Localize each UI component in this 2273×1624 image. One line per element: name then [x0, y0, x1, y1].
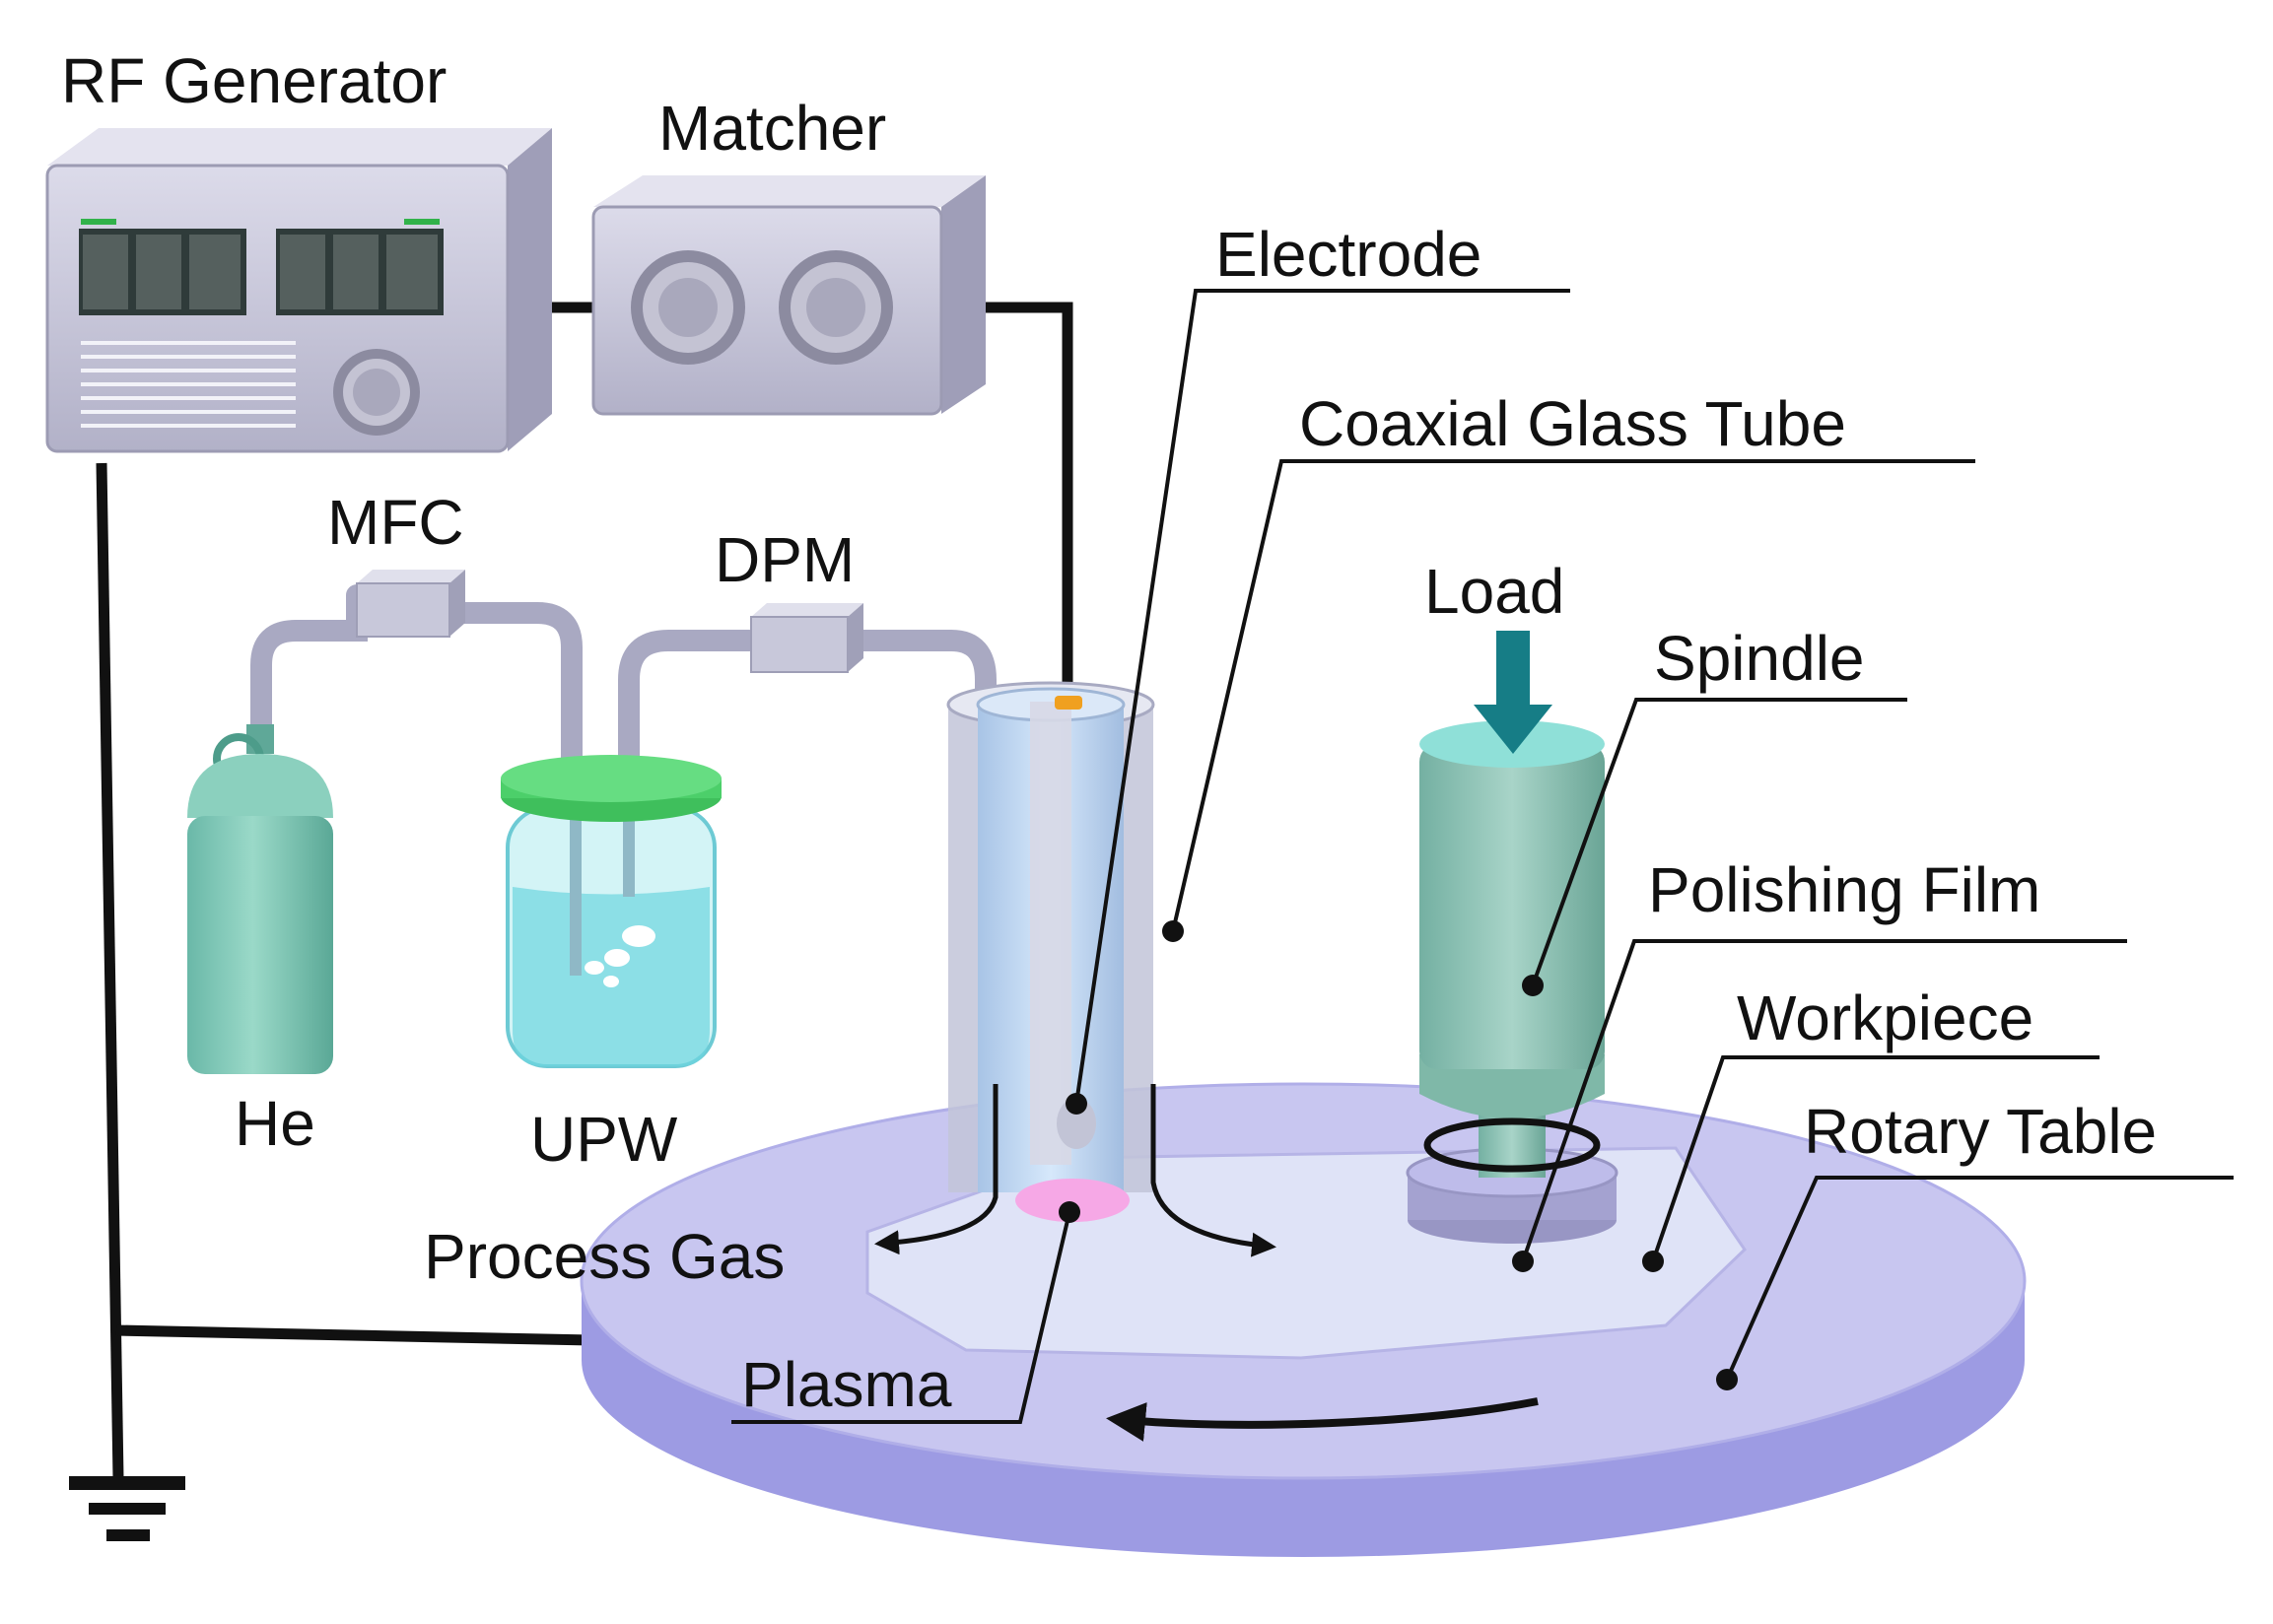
- load-arrow-icon: [1474, 631, 1552, 754]
- helium-cylinder: [187, 724, 333, 1074]
- plasma-label: Plasma: [741, 1349, 952, 1420]
- rf-vent-grille: [81, 341, 296, 428]
- ground-icon: [69, 1476, 185, 1541]
- workpiece-leader: [1651, 1055, 2100, 1262]
- electrode: [1030, 696, 1096, 1165]
- mfc-device: [356, 570, 465, 638]
- electrode-label: Electrode: [1215, 219, 1481, 290]
- matcher-label: Matcher: [658, 93, 886, 164]
- matcher-knob-right: [779, 250, 893, 365]
- rotary-table-label: Rotary Table: [1804, 1096, 2157, 1167]
- upw-bubbles: [585, 925, 655, 987]
- rf-knob: [333, 349, 420, 436]
- plasma-glow: [1015, 1179, 1130, 1222]
- gas-lines: [250, 584, 997, 789]
- he-label: He: [235, 1088, 315, 1159]
- leader-lines: [731, 289, 2234, 1424]
- polishing-film-label: Polishing Film: [1648, 854, 2040, 925]
- process-gas-label: Process Gas: [424, 1221, 785, 1292]
- dpm-device: [750, 603, 863, 673]
- dpm-to-tube-line: [849, 630, 997, 720]
- upw-to-dpm-tube: [618, 630, 760, 789]
- matcher: [591, 175, 986, 416]
- labels: RF Generator Matcher Electrode Coaxial G…: [61, 45, 2157, 1420]
- matcher-knob-left: [631, 250, 745, 365]
- wiring: [96, 302, 1073, 1479]
- coaxial-glass-tube-label: Coaxial Glass Tube: [1299, 388, 1846, 459]
- load-label: Load: [1424, 556, 1564, 627]
- mfc-to-upw-tube: [448, 602, 583, 789]
- matcher-to-electrode-cable: [971, 302, 1073, 702]
- rf-display-left: [79, 219, 246, 315]
- electrode-tip: [1055, 696, 1082, 710]
- plasma-leader: [731, 1211, 1071, 1424]
- coaxial-glass-tube-leader: [1171, 459, 1975, 932]
- upw-label: UPW: [530, 1104, 678, 1175]
- table-ground-wire: [115, 1324, 592, 1346]
- spindle-label: Spindle: [1654, 623, 1865, 694]
- rotary-table-leader: [1725, 1176, 2234, 1381]
- leader-dots: [1059, 920, 1738, 1390]
- rf-generator-label: RF Generator: [61, 45, 447, 116]
- polishing-film-leader: [1521, 939, 2127, 1262]
- rotation-arrow-icon: [1106, 1397, 1539, 1442]
- upw-bottle: [501, 755, 722, 1068]
- rf-display-right: [276, 219, 444, 315]
- electrode-leader: [1074, 289, 1570, 1105]
- ground-wire: [96, 462, 124, 1479]
- spindle-leader: [1531, 698, 1907, 986]
- gas-flow-arrow-icon: [874, 1084, 999, 1255]
- rf-generator: [45, 128, 552, 453]
- dpm-label: DPM: [715, 524, 855, 595]
- workpiece-label: Workpiece: [1737, 982, 2033, 1053]
- spindle-assembly: [1406, 720, 1619, 1244]
- rotation-ring-icon: [1423, 1117, 1601, 1173]
- mfc-label: MFC: [327, 487, 464, 558]
- he-to-mfc-tube: [250, 584, 368, 738]
- gas-flow-arrow-icon: [1150, 1084, 1276, 1257]
